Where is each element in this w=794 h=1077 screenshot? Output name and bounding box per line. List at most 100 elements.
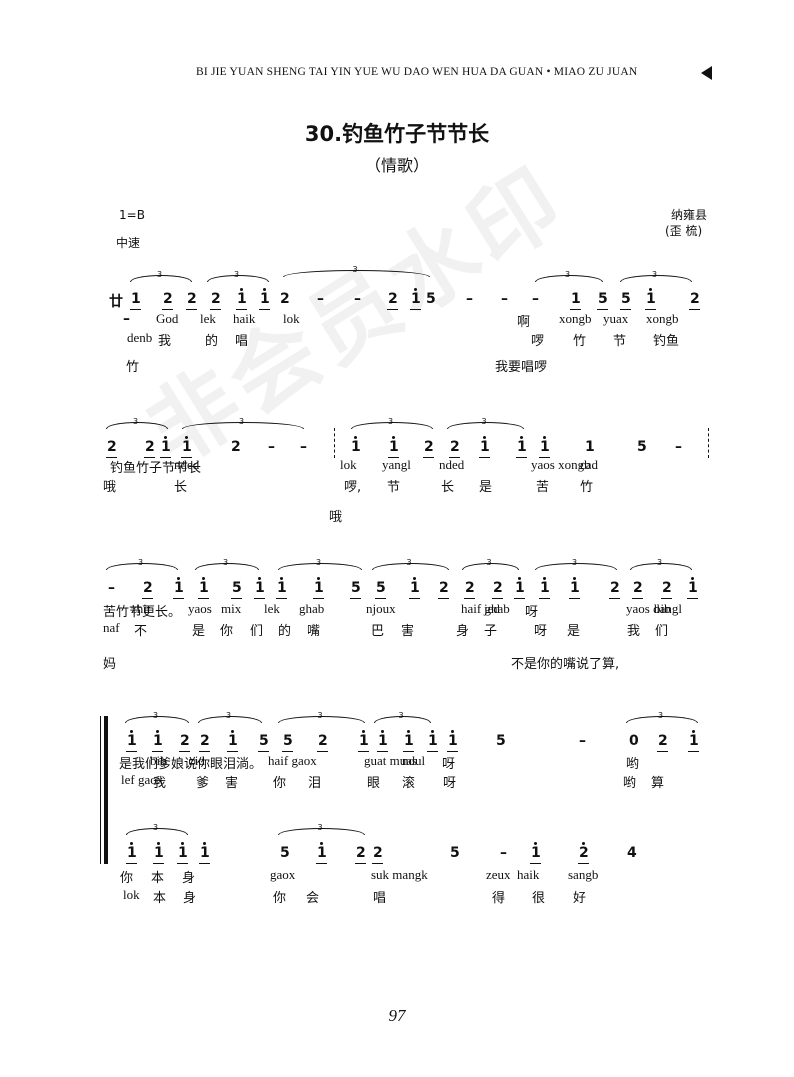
- score-note: 1: [515, 580, 525, 596]
- lyric-chinese: 很: [532, 891, 546, 906]
- eighth-underline: [688, 751, 699, 752]
- score-note: 廿: [109, 294, 123, 310]
- lyric-chinese: 巴: [371, 624, 385, 639]
- lyric-chinese: 竹: [580, 480, 594, 495]
- score-note: 1: [570, 580, 580, 596]
- score-note: –: [123, 311, 130, 327]
- triplet-mark: 3: [153, 711, 159, 720]
- score-note: 2: [610, 580, 620, 596]
- eighth-underline: [162, 309, 173, 310]
- lyric-chinese: 唱: [373, 891, 387, 906]
- score-note: 1: [127, 733, 137, 749]
- triplet-mark: 3: [406, 558, 412, 567]
- score-note: 1: [410, 580, 420, 596]
- lyric-miao: naf: [103, 620, 120, 635]
- lyric-chinese: 妈: [103, 657, 117, 672]
- lyric-chinese: 长: [174, 480, 188, 495]
- eighth-underline: [661, 598, 672, 599]
- score-note: 2: [143, 580, 153, 596]
- lyric-miao: lef gaox: [121, 772, 164, 787]
- lyric-miao: God: [156, 311, 179, 326]
- eighth-underline: [609, 598, 620, 599]
- lyric-chinese: 身: [182, 871, 196, 886]
- performer-credit: (歪 梳): [665, 224, 703, 238]
- octave-dot: [185, 436, 188, 439]
- score-note: 2: [388, 291, 398, 307]
- lyric-miao: haif gaox: [268, 753, 317, 768]
- score-note: 5: [637, 439, 647, 455]
- octave-dot: [691, 577, 694, 580]
- score-note: 1: [389, 439, 399, 455]
- lyric-chinese: 啊: [517, 315, 531, 330]
- eighth-underline: [620, 309, 631, 310]
- score-note: 1: [531, 845, 541, 861]
- lyric-chinese: 爹: [196, 776, 210, 791]
- lyric-chinese: 我: [153, 776, 167, 791]
- eighth-underline: [410, 309, 421, 310]
- lyric-chinese: 竹: [573, 334, 587, 349]
- lyric-miao: ndul: [402, 753, 426, 768]
- eighth-underline: [409, 598, 420, 599]
- score-note: 2: [145, 439, 155, 455]
- triplet-mark: 3: [658, 711, 664, 720]
- score-note: 2: [424, 439, 434, 455]
- lyric-chinese: 钓鱼竹子节节长: [110, 461, 202, 476]
- eighth-underline: [177, 863, 188, 864]
- lyric-miao: jed: [484, 601, 500, 616]
- lyric-miao: gaox: [270, 867, 296, 882]
- score-note: 5: [376, 580, 386, 596]
- score-note: 1: [480, 439, 490, 455]
- lyric-miao: cad: [580, 457, 599, 472]
- octave-dot: [392, 436, 395, 439]
- score-note: 1: [182, 439, 192, 455]
- lyric-chinese: 得: [492, 891, 506, 906]
- score-note: 1: [688, 580, 698, 596]
- dashed-barline: [708, 428, 709, 458]
- octave-dot: [258, 577, 261, 580]
- octave-dot: [203, 842, 206, 845]
- eighth-underline: [427, 751, 438, 752]
- lyric-chinese: 好: [573, 891, 587, 906]
- octave-dot: [354, 436, 357, 439]
- score-note: 5: [496, 733, 506, 749]
- score-note: 2: [690, 291, 700, 307]
- lyric-chinese: 不: [134, 624, 148, 639]
- lyric-chinese: 身: [456, 624, 470, 639]
- lyric-chinese: 是我们爹娘说你眼泪淌。: [119, 757, 263, 772]
- octave-dot: [130, 730, 133, 733]
- lyric-chinese: 节: [613, 334, 627, 349]
- eighth-underline: [569, 598, 580, 599]
- score-note: 2: [163, 291, 173, 307]
- score-note: 5: [280, 845, 290, 861]
- octave-dot: [451, 730, 454, 733]
- lyric-miao: yaos: [188, 601, 212, 616]
- lyric-chinese: 你: [273, 776, 287, 791]
- eighth-underline: [464, 598, 475, 599]
- eighth-underline: [350, 598, 361, 599]
- octave-dot: [534, 842, 537, 845]
- score-note: 1: [255, 580, 265, 596]
- score-note: 5: [621, 291, 631, 307]
- lyric-miao: bib: [654, 601, 671, 616]
- eighth-underline: [153, 863, 164, 864]
- triplet-mark: 3: [223, 558, 229, 567]
- lyric-chinese: 会: [306, 891, 320, 906]
- eighth-underline: [449, 457, 460, 458]
- eighth-underline: [388, 457, 399, 458]
- triplet-mark: 3: [153, 823, 159, 832]
- lyric-chinese: 我要唱啰: [495, 360, 548, 375]
- score-note: 5: [450, 845, 460, 861]
- score-note: 2: [439, 580, 449, 596]
- repeat-bracket: [104, 716, 108, 864]
- eighth-underline: [199, 751, 210, 752]
- eighth-underline: [578, 863, 589, 864]
- octave-dot: [181, 842, 184, 845]
- lyric-chinese: 呀: [442, 757, 456, 772]
- lyric-chinese: 竹: [126, 360, 140, 375]
- score-note: 5: [283, 733, 293, 749]
- octave-dot: [156, 730, 159, 733]
- eighth-underline: [186, 309, 197, 310]
- lyric-chinese: 节: [387, 480, 401, 495]
- triplet-mark: 3: [138, 558, 144, 567]
- score-note: –: [532, 291, 539, 307]
